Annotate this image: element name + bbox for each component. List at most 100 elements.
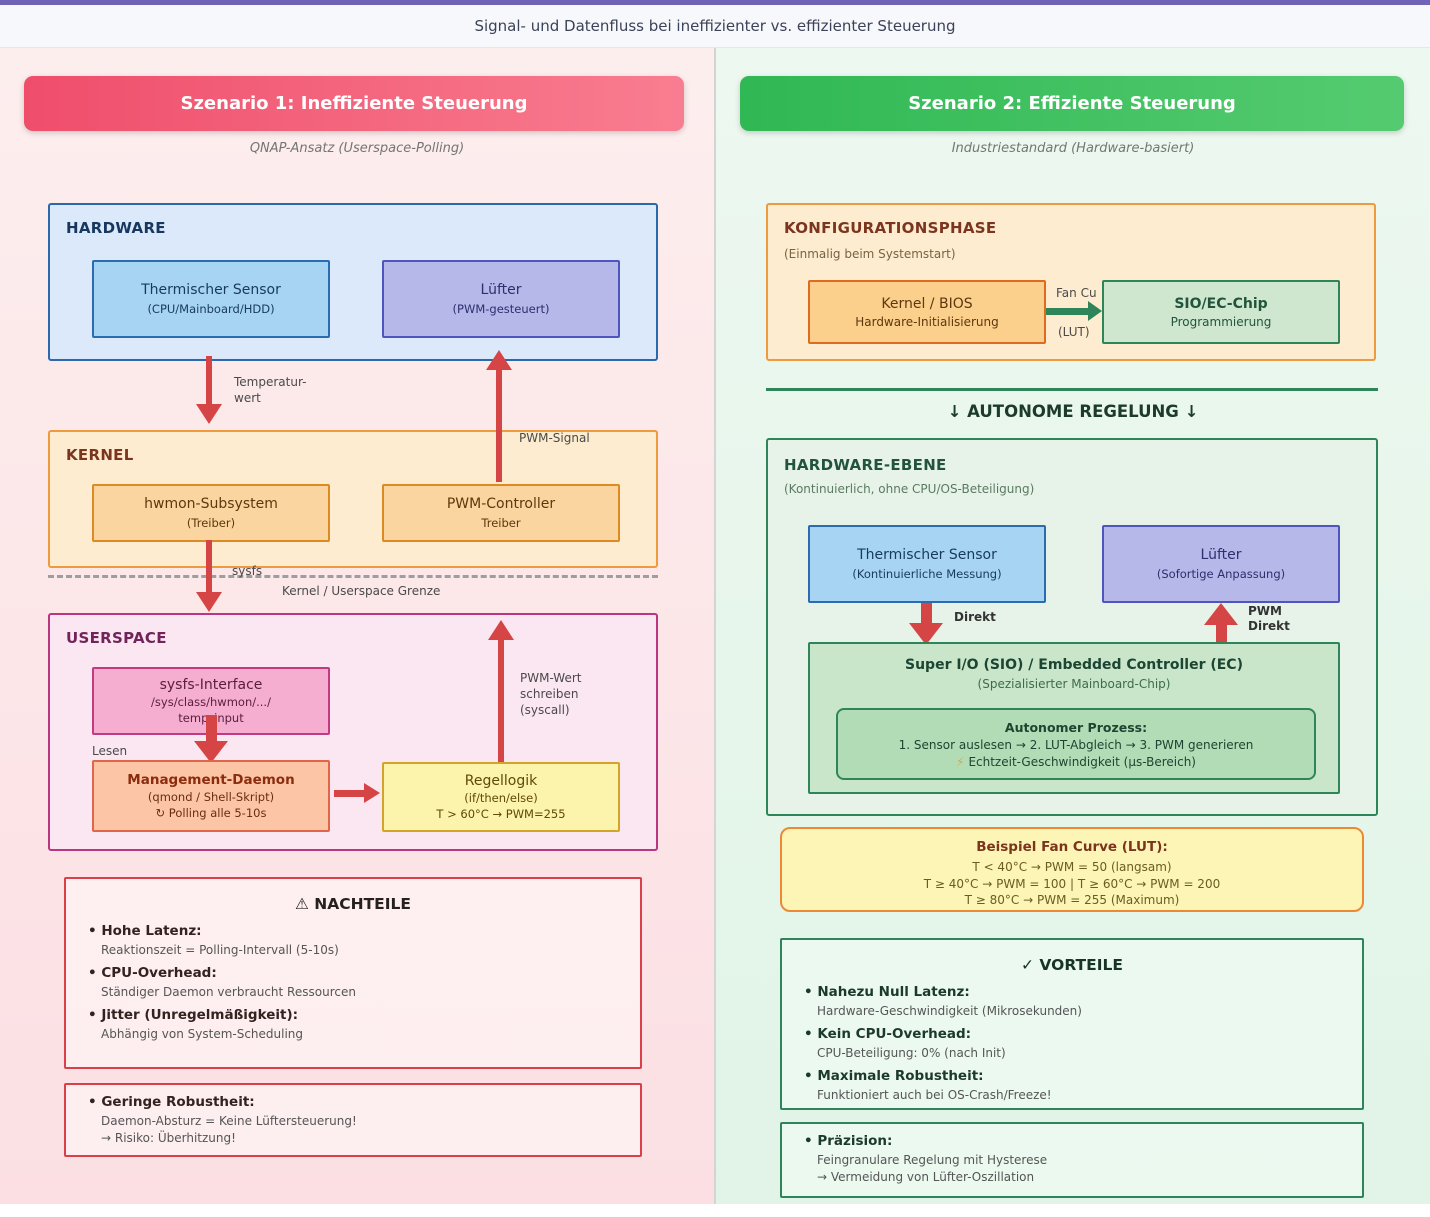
fan-curve-line2: T ≥ 40°C → PWM = 100 | T ≥ 60°C → PWM = … — [923, 876, 1221, 891]
scenario-2-subtitle: Industriestandard (Hardware-basiert) — [951, 141, 1195, 156]
vorteile-item-body: Funktioniert auch bei OS-Crash/Freeze! — [817, 1088, 1052, 1102]
super-io-sub: (Spezialisierter Mainboard-Chip) — [977, 677, 1171, 691]
direkt-label: Direkt — [954, 610, 996, 624]
fan-title: Lüfter — [480, 282, 522, 298]
regellogik-sub1: (if/then/else) — [464, 791, 538, 805]
hwmon-to-userspace-arrow-shaft — [206, 540, 212, 592]
nachteile-item-head: CPU-Overhead: — [88, 965, 618, 981]
autonomer-prozess-line2-text: Echtzeit-Geschwindigkeit (µs-Bereich) — [968, 754, 1196, 769]
management-daemon-title: Management-Daemon — [127, 772, 295, 788]
pwm-signal-label: PWM-Signal — [519, 431, 590, 445]
thermal-sensor-sub: (CPU/Mainboard/HDD) — [147, 302, 275, 316]
direkt-arrow-head — [909, 623, 943, 645]
hwmon-node: hwmon-Subsystem (Treiber) — [92, 484, 330, 542]
vorteile-item-head: Kein CPU-Overhead: — [804, 1026, 1340, 1042]
lightning-icon: ⚡ — [956, 754, 965, 769]
thermal-sensor-node-2: Thermischer Sensor (Kontinuierliche Mess… — [808, 525, 1046, 603]
fan-curve-line3: T ≥ 80°C → PWM = 255 (Maximum) — [964, 893, 1180, 907]
regellogik-node: Regellogik (if/then/else) T > 60°C → PWM… — [382, 762, 620, 832]
direkt-arrow-shaft — [921, 603, 932, 623]
lut-arrow-shaft — [1046, 308, 1090, 315]
kernel-bios-node: Kernel / BIOS Hardware-Initialisierung — [808, 280, 1046, 344]
fan-2-title: Lüfter — [1200, 547, 1242, 563]
pwm-write-label: PWM-Wert schreiben (syscall) — [520, 670, 581, 718]
nachteile-item-head: Jitter (Unregelmäßigkeit): — [88, 1007, 618, 1023]
autonomer-prozess-head: Autonomer Prozess: — [1004, 719, 1148, 735]
pwm-controller-sub: Treiber — [481, 516, 521, 530]
pwm-write-label-line1: PWM-Wert — [520, 671, 582, 685]
management-daemon-sub1: (qmond / Shell-Skript) — [147, 790, 275, 804]
lesen-arrow-shaft — [206, 715, 217, 741]
super-io-node: Super I/O (SIO) / Embedded Controller (E… — [808, 642, 1340, 794]
nachteile-title: ⚠ NACHTEILE — [294, 895, 411, 913]
sysfs-label: sysfs — [232, 564, 263, 578]
hwmon-to-userspace-arrow-head — [196, 592, 222, 612]
praezision-box: Präzision: Feingranulare Regelung mit Hy… — [780, 1122, 1364, 1198]
pwm-signal-arrow-head — [486, 350, 512, 370]
konfigurationsphase-sub: (Einmalig beim Systemstart) — [784, 247, 956, 261]
temperature-arrow-head — [196, 404, 222, 424]
konfigurationsphase-section: KONFIGURATIONSPHASE (Einmalig beim Syste… — [766, 203, 1376, 361]
sio-ec-chip-sub: Programmierung — [1170, 314, 1272, 329]
fan-node-2: Lüfter (Sofortige Anpassung) — [1102, 525, 1340, 603]
autonomer-prozess-line1: 1. Sensor auslesen → 2. LUT-Abgleich → 3… — [898, 737, 1254, 752]
pwm-write-arrow-shaft — [498, 640, 504, 762]
fan-sub: (PWM-gesteuert) — [452, 302, 550, 316]
pwm-write-label-line2: schreiben — [520, 687, 579, 701]
bottom-strip — [0, 1204, 1430, 1217]
fan-curve-title: Beispiel Fan Curve (LUT): — [976, 839, 1168, 855]
praezision-head: Präzision: — [804, 1133, 1340, 1149]
fan-2-sub: (Sofortige Anpassung) — [1156, 567, 1286, 581]
lesen-arrow-head — [194, 741, 228, 763]
pwm-write-arrow-head — [488, 620, 514, 640]
sio-ec-chip-title: SIO/EC-Chip — [1174, 295, 1268, 312]
hardware-ebene-section: HARDWARE-EBENE (Kontinuierlich, ohne CPU… — [766, 438, 1378, 816]
robustheit-box: Geringe Robustheit: Daemon-Absturz = Kei… — [64, 1083, 642, 1157]
vorteile-item-head: Maximale Robustheit: — [804, 1068, 1340, 1084]
page-header: Signal- und Datenfluss bei ineffizienter… — [0, 5, 1430, 48]
daemon-to-logic-arrow-head — [364, 783, 380, 803]
kernel-userspace-boundary-line — [48, 575, 658, 578]
scenario-2-banner: Szenario 2: Effiziente Steuerung — [740, 76, 1404, 131]
nachteile-item-head: Hohe Latenz: — [88, 923, 618, 939]
nachteile-item-body: Reaktionszeit = Polling-Intervall (5-10s… — [101, 943, 339, 957]
temperature-label-line2: wert — [234, 391, 261, 405]
pwm-direkt-arrow-head — [1204, 603, 1238, 625]
fan-curve-arrow-label: Fan Cu — [1056, 286, 1097, 300]
pwm-direkt-label-1: PWM — [1248, 604, 1282, 618]
scenario-1-panel: Szenario 1: Ineffiziente Steuerung QNAP-… — [0, 48, 714, 1204]
panel-divider — [714, 48, 716, 1204]
daemon-to-logic-arrow-shaft — [334, 790, 364, 797]
sio-ec-chip-node: SIO/EC-Chip Programmierung — [1102, 280, 1340, 344]
scenario-2-panel: Szenario 2: Effiziente Steuerung Industr… — [716, 48, 1430, 1204]
hardware-ebene-label: HARDWARE-EBENE — [784, 456, 947, 474]
userspace-section-label: USERSPACE — [66, 629, 167, 647]
userspace-section: USERSPACE sysfs-Interface /sys/class/hwm… — [48, 613, 658, 851]
temperature-arrow-label: Temperatur- wert — [234, 374, 306, 406]
praezision-body1: Feingranulare Regelung mit Hysterese — [817, 1153, 1048, 1167]
pwm-direkt-label-2: Direkt — [1248, 619, 1290, 633]
regellogik-sub2: T > 60°C → PWM=255 — [436, 807, 566, 821]
pwm-controller-node: PWM-Controller Treiber — [382, 484, 620, 542]
temperature-label-line1: Temperatur- — [234, 375, 307, 389]
vorteile-item-body: CPU-Beteiligung: 0% (nach Init) — [817, 1046, 1006, 1060]
regellogik-title: Regellogik — [464, 773, 538, 789]
thermal-sensor-node: Thermischer Sensor (CPU/Mainboard/HDD) — [92, 260, 330, 338]
hwmon-sub: (Treiber) — [186, 516, 236, 530]
autonomer-prozess-line2: ⚡Echtzeit-Geschwindigkeit (µs-Bereich) — [956, 755, 1196, 769]
section-divider-line — [766, 388, 1378, 391]
vorteile-box: ✓ VORTEILE Nahezu Null Latenz: Hardware-… — [780, 938, 1364, 1110]
fan-node: Lüfter (PWM-gesteuert) — [382, 260, 620, 338]
kernel-section: KERNEL hwmon-Subsystem (Treiber) PWM-Con… — [48, 430, 658, 568]
nachteile-item-body: Abhängig von System-Scheduling — [101, 1027, 304, 1041]
kernel-bios-sub: Hardware-Initialisierung — [855, 314, 999, 329]
konfigurationsphase-label: KONFIGURATIONSPHASE — [784, 219, 997, 237]
hardware-section-label: HARDWARE — [66, 219, 166, 237]
pwm-write-label-line3: (syscall) — [520, 703, 570, 717]
management-daemon-sub2: ↻ Polling alle 5-10s — [155, 806, 267, 820]
boundary-label: Kernel / Userspace Grenze — [282, 584, 441, 598]
hwmon-title: hwmon-Subsystem — [144, 496, 278, 512]
fan-curve-line1: T < 40°C → PWM = 50 (langsam) — [972, 860, 1172, 874]
vorteile-item-head: Nahezu Null Latenz: — [804, 984, 1340, 1000]
